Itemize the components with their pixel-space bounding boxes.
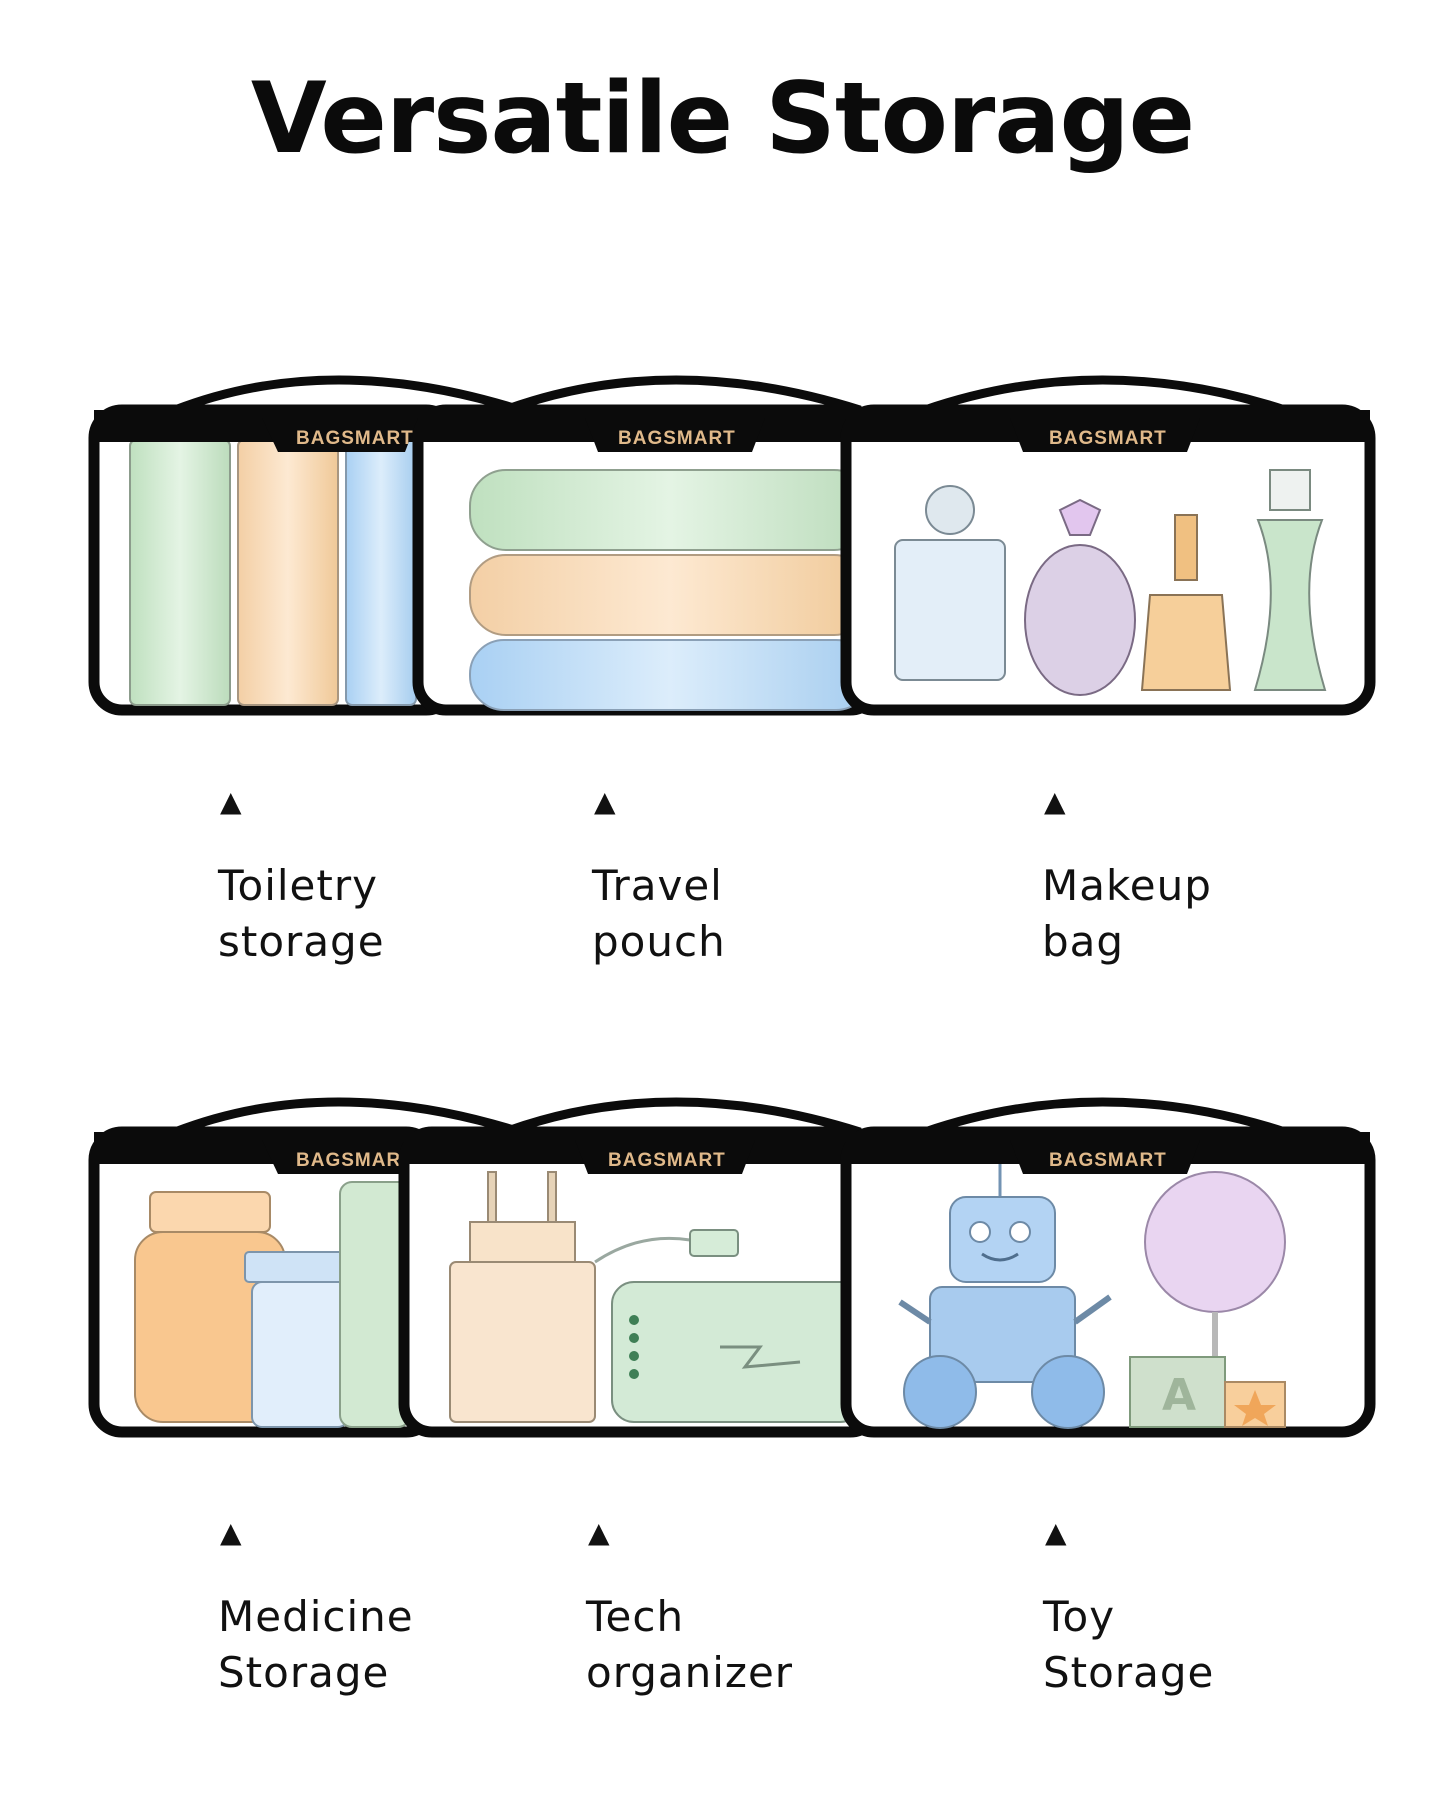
bag-travel-pouch: BAGSMART bbox=[412, 375, 884, 716]
folded-towel-green-icon bbox=[469, 469, 871, 551]
caption-toy: ▲ Toy Storage bbox=[1043, 1516, 1215, 1698]
brand-label: BAGSMART bbox=[1049, 428, 1167, 449]
tube-peach-icon bbox=[237, 439, 339, 706]
bag-medicine: BAGSMART bbox=[88, 1097, 522, 1438]
caption-travel-pouch: ▲ Travel pouch bbox=[592, 785, 726, 967]
bag-toy: A BAGSMART bbox=[840, 1097, 1376, 1438]
caption-medicine: ▲ Medicine Storage bbox=[218, 1516, 414, 1698]
perfume-bottle-blue-icon bbox=[894, 485, 1006, 681]
folded-towel-blue-icon bbox=[469, 639, 871, 711]
caption-tech: ▲ Tech organizer bbox=[586, 1516, 794, 1698]
top-bags-illustration: BAGSMART BAGSMART BAG bbox=[88, 375, 1376, 716]
caption-makeup: ▲ Makeup bag bbox=[1042, 785, 1212, 967]
lightning-bolt-icon bbox=[720, 1345, 801, 1369]
bottom-bags-illustration: BAGSMART BAGSMART bbox=[88, 1097, 1376, 1438]
usb-plug-icon bbox=[689, 1229, 739, 1257]
folded-towel-peach-icon bbox=[469, 554, 871, 636]
triangle-marker-icon: ▲ bbox=[588, 1516, 611, 1549]
perfume-bottle-purple-icon bbox=[1024, 498, 1136, 696]
star-icon bbox=[1234, 1390, 1276, 1426]
caption-toiletry: ▲ Toiletry storage bbox=[218, 785, 385, 967]
alphabet-blocks-icon: A bbox=[1129, 1356, 1286, 1428]
bag-tech: BAGSMART bbox=[398, 1097, 884, 1438]
brand-label: BAGSMART bbox=[296, 428, 414, 449]
brand-label: BAGSMART bbox=[1049, 1150, 1167, 1171]
tube-green-icon bbox=[129, 439, 231, 706]
triangle-marker-icon: ▲ bbox=[594, 785, 617, 818]
triangle-marker-icon: ▲ bbox=[1044, 785, 1067, 818]
triangle-marker-icon: ▲ bbox=[1045, 1516, 1068, 1549]
bag-toiletry: BAGSMART bbox=[88, 375, 522, 716]
svg-text:A: A bbox=[1162, 1370, 1196, 1421]
brand-label: BAGSMART bbox=[296, 1150, 414, 1171]
bag-makeup: BAGSMART bbox=[840, 375, 1376, 716]
perfume-bottle-gold-icon bbox=[1140, 514, 1232, 691]
brand-label: BAGSMART bbox=[608, 1150, 726, 1171]
triangle-marker-icon: ▲ bbox=[220, 785, 243, 818]
tube-blue-icon bbox=[345, 439, 417, 706]
triangle-marker-icon: ▲ bbox=[220, 1516, 243, 1549]
wall-charger-icon bbox=[449, 1171, 596, 1423]
pill-jar-blue-icon bbox=[244, 1251, 356, 1428]
robot-toy-icon bbox=[898, 1151, 1112, 1429]
power-bank-icon bbox=[611, 1281, 863, 1423]
page-title: Versatile Storage bbox=[250, 62, 1195, 176]
perfume-bottle-green-icon bbox=[1253, 469, 1327, 691]
brand-label: BAGSMART bbox=[618, 428, 736, 449]
